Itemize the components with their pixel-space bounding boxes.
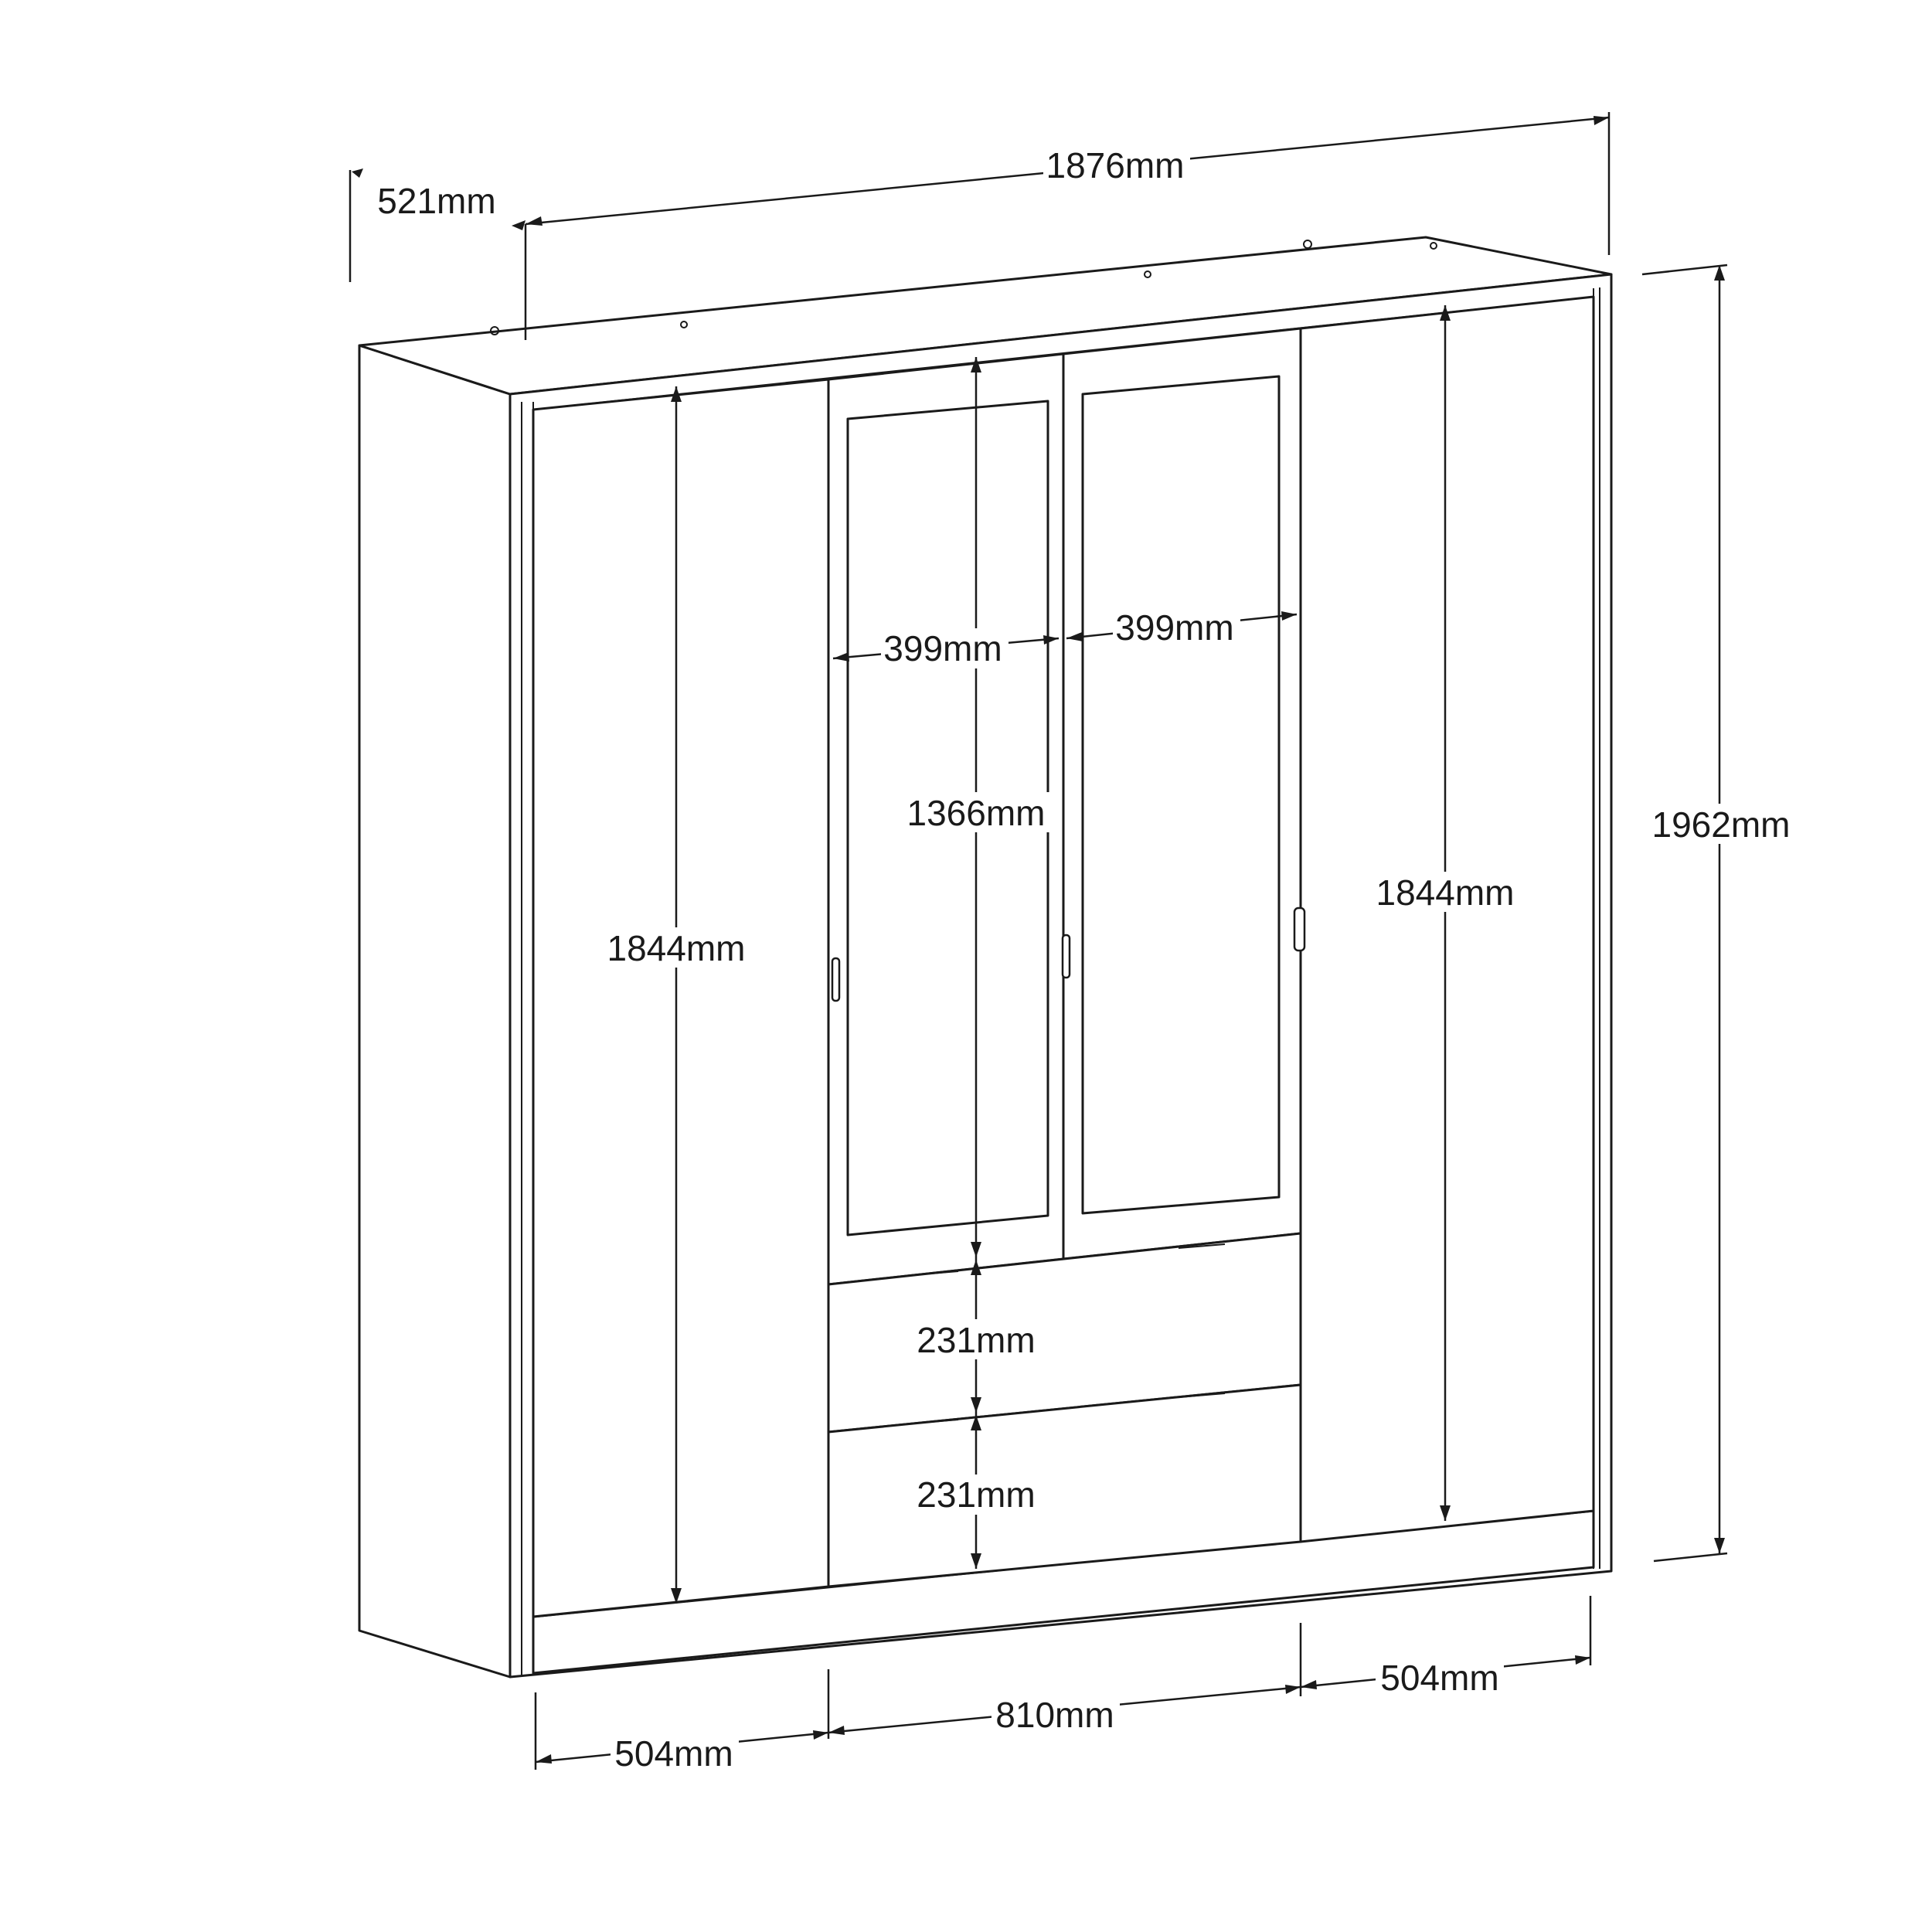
- dim-arrow: [828, 1726, 845, 1735]
- label-base-right-width: 504mm: [1380, 1658, 1498, 1698]
- dim-arrow: [1066, 632, 1083, 641]
- mirror-right-glass: [1081, 375, 1281, 1215]
- label-right-door-height: 1844mm: [1376, 872, 1515, 913]
- top-fitting: [1144, 270, 1151, 278]
- label-mirror-right-width: 399mm: [1115, 607, 1233, 648]
- dim-arrow: [971, 1397, 981, 1413]
- dim-arrow: [352, 168, 363, 178]
- dim-arrow: [1714, 265, 1725, 281]
- dim-arrow: [512, 220, 526, 230]
- dim-arrow: [671, 386, 682, 402]
- label-overall-height: 1962mm: [1652, 804, 1791, 845]
- dim-arrow: [1043, 635, 1059, 645]
- dim-extension: [1653, 1552, 1728, 1563]
- dim-arrow: [536, 1754, 552, 1764]
- label-base-center-width: 810mm: [995, 1695, 1114, 1735]
- left-door: [532, 378, 830, 1618]
- dim-extension: [1641, 264, 1728, 276]
- label-mirror-left-width: 399mm: [883, 628, 1002, 668]
- dim-arrow: [1301, 1680, 1317, 1689]
- drawer-bottom-handle[interactable]: [911, 1419, 959, 1424]
- dim-arrow: [971, 1553, 981, 1569]
- label-overall-depth: 521mm: [377, 181, 495, 221]
- dim-arrow: [833, 652, 849, 662]
- dim-arrow: [813, 1730, 828, 1740]
- dim-arrow: [1281, 611, 1297, 621]
- label-drawer-bottom-height: 231mm: [917, 1475, 1035, 1515]
- top-fitting: [680, 321, 688, 328]
- mirror-left-door-handle[interactable]: [831, 957, 841, 1002]
- dim-arrow: [971, 1242, 981, 1257]
- label-base-left-width: 504mm: [614, 1733, 733, 1774]
- drawer-top-handle[interactable]: [1178, 1243, 1226, 1249]
- top-fitting: [1430, 242, 1437, 250]
- label-overall-width: 1876mm: [1046, 145, 1185, 185]
- dim-arrow: [526, 216, 543, 226]
- dim-arrow: [1440, 1505, 1451, 1521]
- right-door: [1299, 295, 1595, 1543]
- label-mirror-height: 1366mm: [907, 793, 1046, 833]
- label-left-door-height: 1844mm: [607, 928, 746, 968]
- mirror-right-door-handle[interactable]: [1061, 934, 1071, 979]
- dim-arrow: [1575, 1655, 1590, 1665]
- dim-arrow: [1714, 1538, 1725, 1553]
- dim-arrow: [971, 357, 981, 372]
- dim-arrow: [671, 1588, 682, 1604]
- dim-arrow: [1285, 1685, 1301, 1694]
- right-door-handle[interactable]: [1293, 906, 1306, 952]
- dim-arrow: [971, 1415, 981, 1430]
- dim-arrow: [1440, 305, 1451, 321]
- dim-arrow: [1594, 116, 1609, 125]
- top-fitting: [1303, 240, 1312, 249]
- drawer-top-handle[interactable]: [911, 1270, 959, 1276]
- dim-arrow: [971, 1260, 981, 1275]
- left-side-panel: [358, 344, 512, 1679]
- label-drawer-top-height: 231mm: [917, 1320, 1035, 1360]
- drawer-bottom-handle[interactable]: [1178, 1393, 1226, 1398]
- top-fitting: [490, 326, 499, 335]
